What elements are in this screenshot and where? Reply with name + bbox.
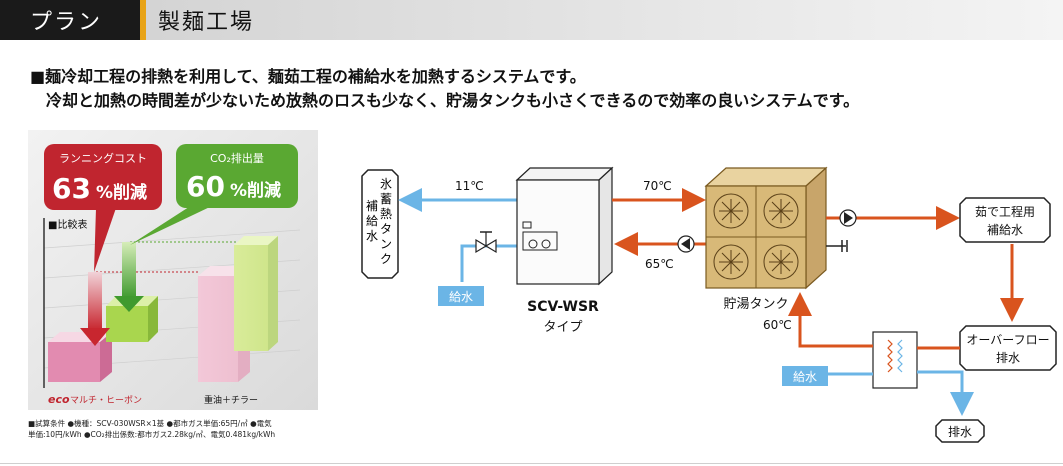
bar-eco-green: [106, 296, 158, 342]
note-line-2: 単価:10円/kWh ●CO₂排出係数:都市ガス2.28kg/㎥、電気0.481…: [28, 430, 276, 439]
left-category: マルチ・ヒーポン: [70, 395, 142, 406]
pump-icon-return: [677, 235, 695, 253]
description-line-1: ■麺冷却工程の排熱を利用して、麺茹工程の補給水を加熱するシステムです。: [30, 67, 586, 86]
tank-label: 貯湯タンク: [723, 297, 788, 312]
co2-label: CO₂排出量: [210, 151, 264, 165]
ice-storage-sub-char: 給: [366, 214, 378, 228]
ice-storage-char: 熱: [380, 207, 392, 221]
pipe-supply-1: [460, 244, 517, 282]
note-line-1: ■試算条件 ●機種：SCV-030WSR×1基 ●都市ガス単価:65円/㎥ ●電…: [28, 419, 272, 428]
ice-storage-char: 蓄: [380, 192, 392, 206]
drain-label: 排水: [948, 425, 972, 439]
down-arrow-cost: [80, 272, 110, 346]
co2-value: 60: [186, 170, 225, 203]
chart-label: ■比較表: [48, 218, 87, 231]
pump-icon-out: [839, 209, 857, 227]
right-category: 重油＋チラー: [204, 394, 258, 406]
boil-supply-line2: 補給水: [987, 223, 1023, 237]
ice-storage-char: 氷: [380, 177, 392, 191]
unit-type: タイプ: [543, 320, 582, 335]
temp-70: 70℃: [643, 179, 672, 193]
ice-storage-tank: [361, 169, 399, 279]
page-title: 製麺工場: [158, 10, 255, 35]
unit-name: SCV-WSR: [527, 299, 599, 315]
eco-prefix: eco: [48, 393, 70, 406]
pipe-to-drain: [917, 370, 974, 416]
calc-conditions-note: ■試算条件 ●機種：SCV-030WSR×1基 ●都市ガス単価:65円/㎥ ●電…: [28, 418, 275, 440]
boil-supply-line1: 茹で工程用: [975, 204, 1035, 219]
ice-storage-char: ク: [380, 252, 392, 266]
temp-65: 65℃: [645, 257, 674, 271]
supply-water-1: 給水: [449, 290, 473, 304]
plan-label: プラン: [30, 10, 103, 35]
ice-storage-char: ン: [380, 237, 392, 251]
valve-icon: [475, 231, 497, 254]
down-arrow-co2: [114, 242, 144, 312]
header-bar: プラン 製麺工場: [0, 0, 1063, 40]
header-gradient: [146, 0, 1063, 40]
ice-storage-sub-char: 補: [366, 199, 378, 213]
callout-co2: [130, 144, 298, 245]
overflow-line2: 排水: [996, 351, 1020, 365]
running-cost-value: 63: [52, 172, 91, 205]
ice-storage-sub-char: 水: [366, 229, 378, 243]
temp-60: 60℃: [763, 318, 792, 332]
ice-storage-char: タ: [380, 222, 392, 236]
boil-supply-box: [959, 197, 1051, 243]
pipe-preheated-60: [788, 292, 873, 348]
drain-box: [935, 419, 985, 443]
hot-water-storage-tank: [704, 166, 828, 290]
header-accent: [140, 0, 146, 40]
supply-water-2-box: [782, 366, 828, 386]
bottom-rule: [0, 463, 1063, 464]
running-cost-unit: %削減: [96, 182, 147, 203]
overflow-box: [959, 325, 1057, 371]
overflow-line1: オーバーフロー: [966, 333, 1049, 347]
supply-water-1-box: [438, 286, 484, 306]
description-line-2: 冷却と加熱の時間差が少ないため放熱のロスも少なく、貯湯タンクも小さくできるので効…: [46, 91, 860, 110]
callout-running-cost: [44, 144, 162, 272]
scv-wsr-unit: [515, 166, 614, 286]
bar-conventional-green: [234, 236, 278, 351]
heat-exchanger: [872, 331, 918, 389]
header-dark-block: [0, 0, 140, 40]
running-cost-label: ランニングコスト: [59, 151, 147, 165]
supply-water-2: 給水: [793, 370, 817, 384]
temp-11: 11℃: [455, 179, 484, 193]
bar-eco-pink: [48, 332, 112, 382]
co2-unit: %削減: [230, 180, 281, 201]
